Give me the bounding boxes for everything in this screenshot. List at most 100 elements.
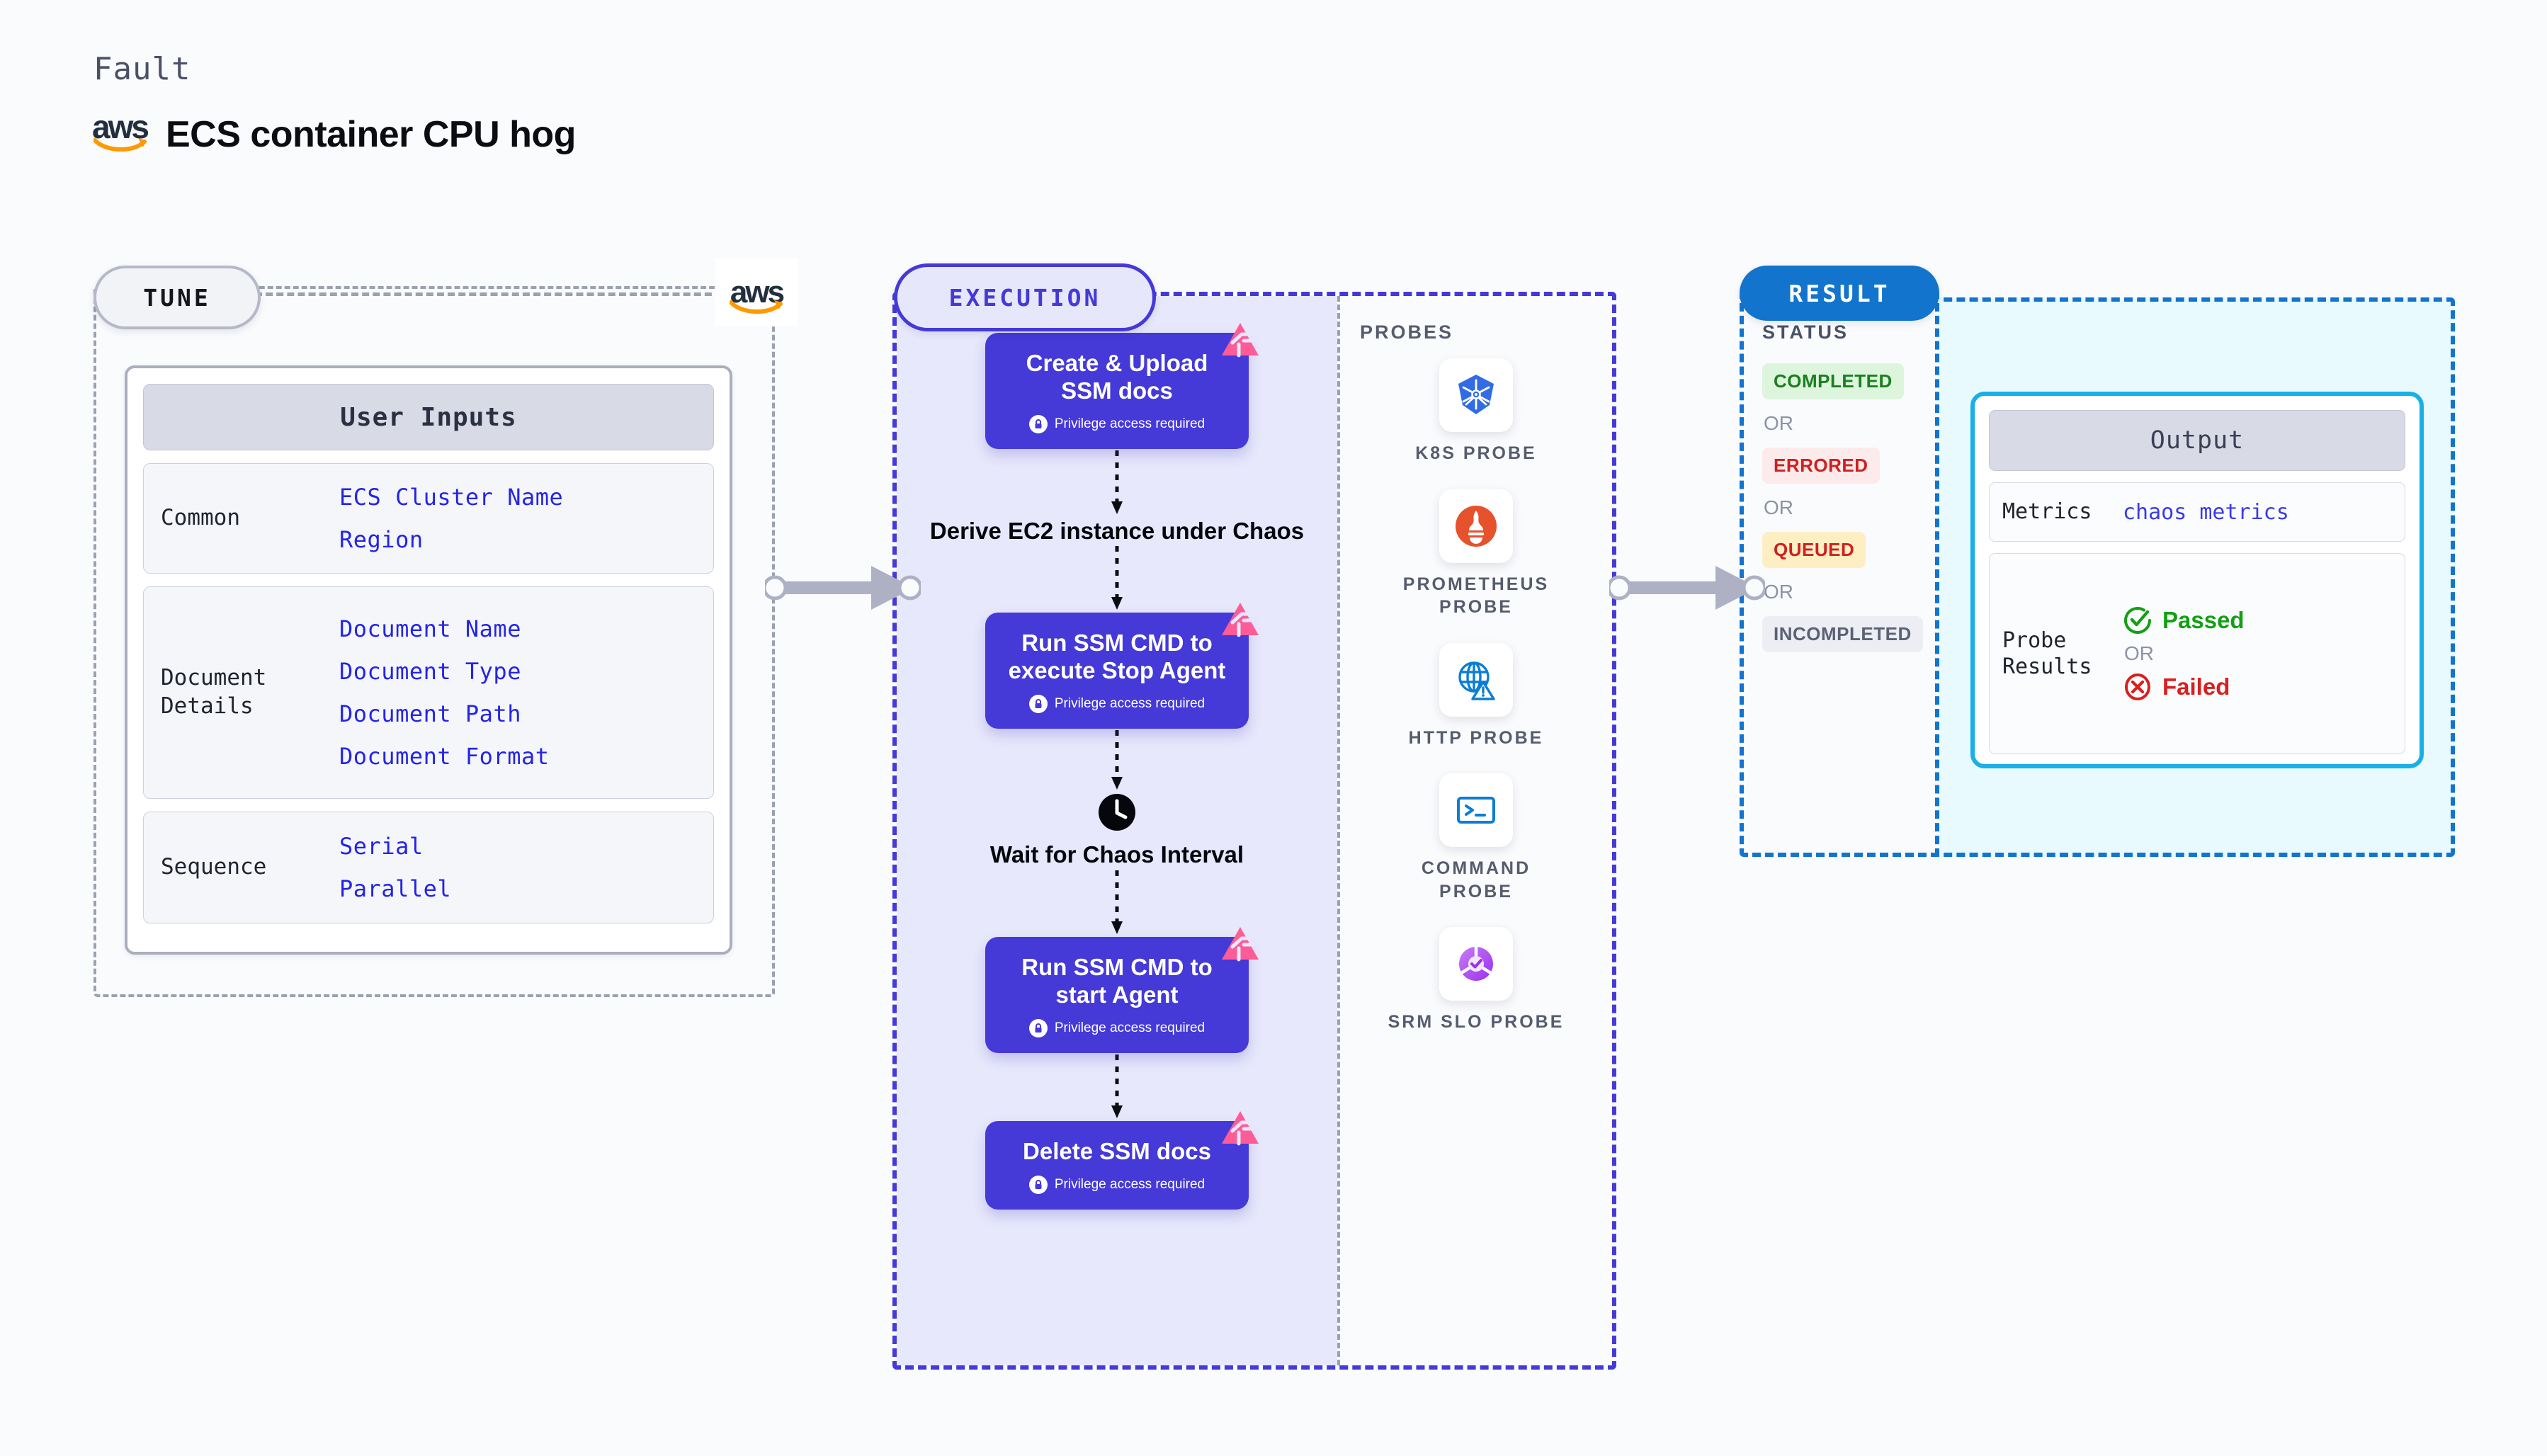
connector-tune-to-execution <box>765 556 921 620</box>
execution-step-derive-ec2-instance: Derive EC2 instance under Chaos <box>930 517 1304 545</box>
status-badge-errored: ERRORED <box>1762 448 1880 484</box>
flow-arrow <box>1107 869 1127 937</box>
probes-list: K8S PROBE PROMETHEUS PROBE <box>1340 358 1612 1034</box>
litmus-chaos-icon <box>1220 601 1260 638</box>
tune-group-common: Common ECS Cluster Name Region <box>143 463 714 574</box>
execution-step-delete-ssm-docs[interactable]: Delete SSM docs Privilege access require… <box>985 1110 1259 1210</box>
step-title: Derive EC2 instance under Chaos <box>929 517 1305 544</box>
check-circle-icon <box>2124 607 2151 635</box>
probe-item-command[interactable]: COMMAND PROBE <box>1384 773 1568 903</box>
metrics-label: Metrics <box>2002 499 2092 525</box>
output-card: Output Metrics chaos metrics Probe Resul… <box>1970 392 2424 768</box>
step-title: Run SSM CMD to start Agent <box>1021 953 1213 1008</box>
output-title: Output <box>1989 410 2405 471</box>
step-title: Wait for Chaos Interval <box>989 841 1244 868</box>
tune-input-document-type[interactable]: Document Type <box>339 658 521 685</box>
tune-input-serial[interactable]: Serial <box>339 833 424 860</box>
x-circle-icon <box>2125 673 2150 700</box>
probes-title: PROBES <box>1360 322 1454 343</box>
tune-input-region[interactable]: Region <box>339 526 424 553</box>
lock-icon <box>1028 1175 1048 1194</box>
tune-provider-connector <box>255 292 722 296</box>
tune-aws-logo-icon: aws <box>715 258 798 326</box>
status-or: OR <box>1764 496 1793 518</box>
probe-label: SRM SLO PROBE <box>1388 1012 1565 1032</box>
step-privilege-note: Privilege access required <box>1028 1018 1206 1037</box>
status-title: STATUS <box>1762 322 1849 343</box>
probe-result-failed: Failed <box>2123 672 2245 702</box>
kubernetes-icon <box>1439 358 1513 432</box>
lock-icon <box>1028 1018 1048 1037</box>
litmus-chaos-icon <box>1220 1110 1260 1147</box>
execution-label: EXECUTION <box>894 263 1156 331</box>
execution-step-run-ssm-cmd-stop-agent[interactable]: Run SSM CMD to execute Stop Agent Privil… <box>985 603 1259 729</box>
flow-arrow <box>1107 449 1127 517</box>
probe-item-http[interactable]: HTTP PROBE <box>1384 642 1568 750</box>
tune-input-ecs-cluster-name[interactable]: ECS Cluster Name <box>339 484 564 511</box>
flow-arrow <box>1107 1053 1127 1121</box>
aws-logo-icon: aws <box>92 110 149 154</box>
tune-input-document-path[interactable]: Document Path <box>339 700 521 727</box>
status-or: OR <box>1764 581 1793 603</box>
flow-arrow <box>1107 729 1127 792</box>
status-or: OR <box>1764 412 1793 434</box>
clock-icon <box>1097 792 1137 832</box>
metrics-value[interactable]: chaos metrics <box>2123 499 2289 525</box>
probe-item-k8s[interactable]: K8S PROBE <box>1384 358 1568 465</box>
status-badge-queued: QUEUED <box>1762 532 1866 568</box>
failed-text: Failed <box>2162 673 2230 700</box>
http-globe-icon <box>1439 642 1513 717</box>
result-status-panel: STATUS COMPLETED OR ERRORED OR QUEUED OR… <box>1740 290 1939 857</box>
page-title-row: aws ECS container CPU hog <box>92 110 576 156</box>
probe-label: K8S PROBE <box>1415 443 1537 463</box>
execution-step-create-upload-ssm-docs[interactable]: Create & Upload SSM docs Privilege acces… <box>985 323 1259 449</box>
probe-item-srm-slo[interactable]: SRM SLO PROBE <box>1384 927 1568 1034</box>
user-inputs-card: User Inputs Common ECS Cluster Name Regi… <box>125 365 732 955</box>
execution-panel: Create & Upload SSM docs Privilege acces… <box>892 292 1616 1370</box>
probe-results-label: Probe Results <box>2002 627 2092 680</box>
step-privilege-note: Privilege access required <box>1028 414 1205 433</box>
tune-input-parallel[interactable]: Parallel <box>339 875 452 902</box>
step-title: Run SSM CMD to execute Stop Agent <box>1008 630 1226 684</box>
tune-input-document-format[interactable]: Document Format <box>339 743 550 770</box>
connector-execution-to-result <box>1609 556 1765 620</box>
execution-step-run-ssm-cmd-start-agent[interactable]: Run SSM CMD to start Agent Privilege acc… <box>985 926 1259 1053</box>
probe-result-passed: Passed <box>2123 605 2245 635</box>
probe-item-prometheus[interactable]: PROMETHEUS PROBE <box>1384 489 1568 619</box>
output-row-metrics: Metrics chaos metrics <box>1989 482 2405 542</box>
lock-icon <box>1028 414 1048 433</box>
step-title: Create & Upload SSM docs <box>1026 350 1208 404</box>
probe-label: PROMETHEUS PROBE <box>1402 574 1550 618</box>
probe-label: COMMAND PROBE <box>1421 858 1531 902</box>
status-badge-completed: COMPLETED <box>1762 363 1904 399</box>
probes-column: PROBES <box>1340 296 1612 1365</box>
execution-step-flow: Create & Upload SSM docs Privilege acces… <box>897 296 1337 1365</box>
tune-group-document-details: Document Details Document Name Document … <box>143 586 714 799</box>
privilege-text: Privilege access required <box>1054 1020 1206 1035</box>
litmus-chaos-icon <box>1220 926 1260 962</box>
tune-group-label: Sequence <box>161 854 267 880</box>
probe-result-or: OR <box>2124 642 2154 664</box>
privilege-text: Privilege access required <box>1054 696 1206 712</box>
srm-slo-icon <box>1439 927 1513 1001</box>
probe-label: HTTP PROBE <box>1408 727 1544 748</box>
execution-step-wait-for-chaos-interval: Wait for Chaos Interval <box>990 792 1244 869</box>
user-inputs-title: User Inputs <box>143 384 714 450</box>
result-label: RESULT <box>1740 266 1939 321</box>
tune-input-document-name[interactable]: Document Name <box>339 615 521 642</box>
privilege-text: Privilege access required <box>1054 1176 1206 1192</box>
tune-group-label: Common <box>161 505 240 531</box>
status-badge-incompleted: INCOMPLETED <box>1762 616 1923 652</box>
step-privilege-note: Privilege access required <box>1028 1175 1206 1194</box>
tune-group-sequence: Sequence Serial Parallel <box>143 812 714 923</box>
step-privilege-note: Privilege access required <box>1028 695 1206 714</box>
tune-group-label: Document Details <box>161 665 267 719</box>
output-row-probe-results: Probe Results Passed OR Failed <box>1989 553 2405 754</box>
step-title: Delete SSM docs <box>1023 1137 1211 1164</box>
litmus-chaos-icon <box>1220 322 1260 358</box>
prometheus-icon <box>1439 489 1513 563</box>
tune-label: TUNE <box>93 266 261 329</box>
fault-eyebrow: Fault <box>93 51 191 87</box>
page-title: ECS container CPU hog <box>166 114 576 155</box>
